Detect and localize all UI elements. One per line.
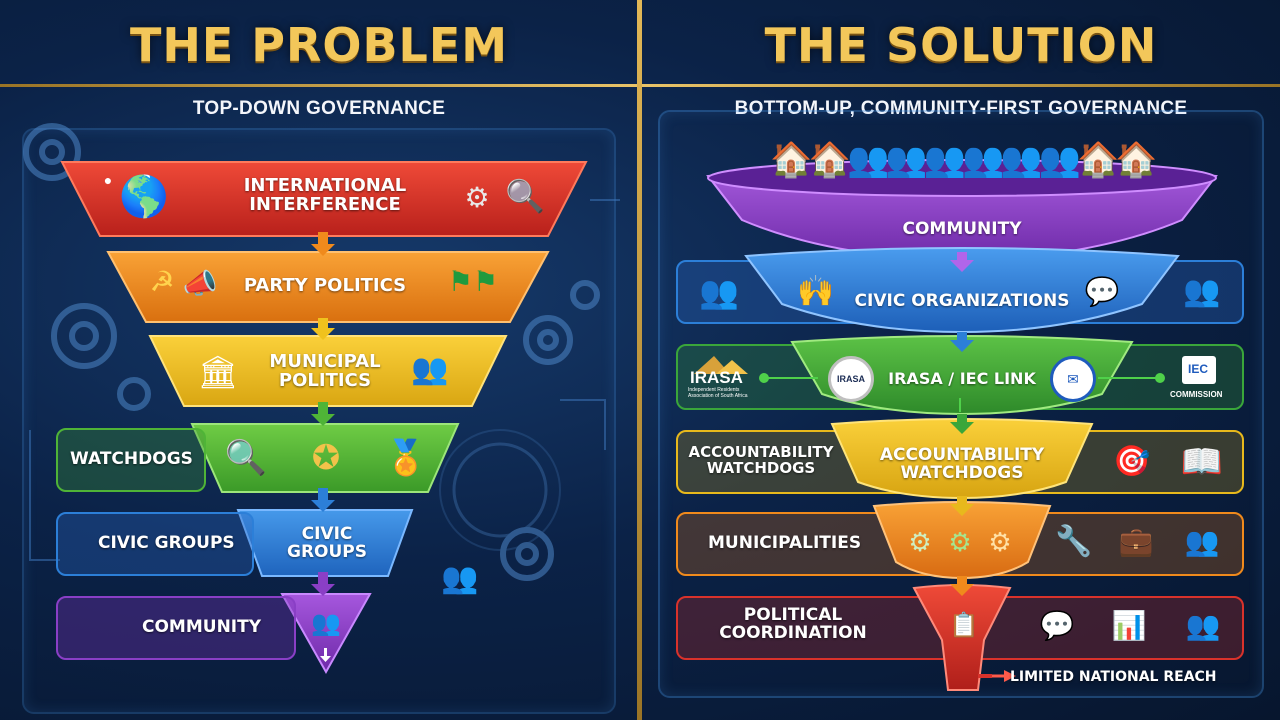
gear-decoration-icon <box>23 123 620 581</box>
side-label-municipalities: MUNICIPALITIES <box>708 533 862 553</box>
irasa-tagline: Independent Residents Association of Sou… <box>688 387 748 399</box>
label-party: PARTY POLITICS <box>243 275 407 296</box>
community-group-icon: 👥 <box>311 610 341 637</box>
network-people-icon: ● <box>103 172 113 188</box>
org-chart-icon: 👥 <box>1185 610 1221 641</box>
irasa-logo: IRASA Independent Residents Association … <box>686 352 762 402</box>
iec-caption: COMMISSION <box>1170 390 1223 399</box>
government-building-icon: 🏛 <box>197 354 239 390</box>
layer-international <box>60 161 588 237</box>
side-box-community-label: COMMUNITY <box>142 617 262 637</box>
problem-frame <box>22 128 616 714</box>
label-accountability-funnel: ACCOUNTABILITY WATCHDOGS <box>879 445 1045 484</box>
irasa-logo-text: IRASA <box>690 368 743 387</box>
target-hands-icon: 🎯 <box>1113 445 1151 478</box>
presentation-chart-icon: 📊 <box>1111 610 1147 641</box>
side-box-civic-label: CIVIC GROUPS <box>98 533 235 553</box>
badge-seal-icon: ✪ <box>311 439 341 477</box>
gear-check-icon: ⚙ <box>948 527 972 557</box>
irasa-seal-icon: IRASA <box>828 356 874 402</box>
layer-political-spout <box>912 584 1012 691</box>
iec-seal-icon: ✉ <box>1050 356 1096 402</box>
meeting-group-icon: 👥 <box>1184 526 1220 557</box>
iec-logo: IEC COMMISSION <box>1170 350 1238 406</box>
discussion-icon: 💬 <box>1039 610 1075 641</box>
layer-civic <box>236 509 414 577</box>
search-icon: 🔍 <box>224 439 268 477</box>
solution-panel: THE SOLUTION BOTTOM-UP, COMMUNITY-FIRST … <box>642 0 1280 720</box>
meeting-chat-icon: 💬 <box>1084 276 1120 307</box>
label-community: COMMUNITY <box>902 219 1022 239</box>
label-civic-organizations: CIVIC ORGANIZATIONS <box>854 291 1070 311</box>
solution-frame <box>658 110 1264 698</box>
panel-divider <box>637 0 642 720</box>
globe-icon: 🌎 <box>119 175 169 219</box>
solution-title: THE SOLUTION <box>764 18 1158 72</box>
problem-panel: THE PROBLEM TOP-DOWN GOVERNANCE <box>0 0 638 720</box>
side-label-political: POLITICAL COORDINATION <box>719 605 867 644</box>
red-arrow-icon <box>992 670 1016 682</box>
flags-icon: ⚑⚑ <box>447 266 499 297</box>
layer-municipal <box>148 335 508 407</box>
open-book-icon: 📖 <box>1180 443 1224 481</box>
gear-compass-icon: ⚙ <box>988 527 1012 557</box>
label-civic-groups: CIVIC GROUPS <box>286 524 367 563</box>
layer-municipalities <box>872 501 1052 580</box>
party-emblem-icon: ☭ <box>149 266 175 297</box>
problem-title: THE PROBLEM <box>129 18 509 72</box>
iec-logo-text: IEC <box>1188 362 1209 376</box>
layer-civic-orgs <box>744 247 1180 334</box>
problem-subtitle: TOP-DOWN GOVERNANCE <box>192 98 446 119</box>
side-label-accountability: ACCOUNTABILITY WATCHDOGS <box>688 443 834 478</box>
solution-subtitle: BOTTOM-UP, COMMUNITY-FIRST GOVERNANCE <box>734 98 1188 119</box>
limited-national-reach: LIMITED NATIONAL REACH <box>1010 669 1217 685</box>
label-irasa-iec: IRASA / IEC LINK <box>888 369 1036 388</box>
side-box-civic <box>56 512 254 576</box>
council-people-icon: 👥 <box>411 353 449 386</box>
wrench-gear-icon: 🔧 <box>1055 525 1093 558</box>
mountain-icon <box>694 356 748 374</box>
side-box-community <box>56 596 296 660</box>
raised-hands-icon: 🙌 <box>797 275 835 308</box>
layer-party <box>106 251 550 323</box>
label-municipal: MUNICIPAL POLITICS <box>269 351 381 392</box>
megaphone-icon: 📣 <box>182 268 218 299</box>
official-desk-icon: 💼 <box>1118 526 1154 557</box>
gears-icon: ⚙ <box>464 182 490 213</box>
solution-funnel <box>706 159 1218 691</box>
people-gear-icon: 👥 <box>441 562 479 595</box>
side-box-watchdogs-label: WATCHDOGS <box>70 449 193 469</box>
ballot-box-icon <box>1182 356 1216 384</box>
conference-table-icon: 👥 <box>1183 275 1221 308</box>
team-group-icon: 👥 <box>699 274 739 310</box>
down-arrows-icon <box>311 232 335 256</box>
problem-funnel <box>60 161 588 675</box>
layer-watchdogs <box>190 423 460 493</box>
ribbon-award-icon: 🏅 <box>384 439 428 477</box>
magnifier-icon: 🔍 <box>505 178 545 214</box>
clipboard-person-icon: 📋 <box>949 612 979 639</box>
gear-cycle-icon: ⚙ <box>908 527 932 557</box>
side-box-watchdogs <box>56 428 206 492</box>
layer-community <box>280 593 372 675</box>
houses-crowd-icon: 🏠🏠👥👥👥👥👥👥🏠🏠 <box>770 141 1157 179</box>
layer-accountability <box>830 418 1094 500</box>
label-international: INTERNATIONAL INTERFERENCE <box>243 175 407 216</box>
